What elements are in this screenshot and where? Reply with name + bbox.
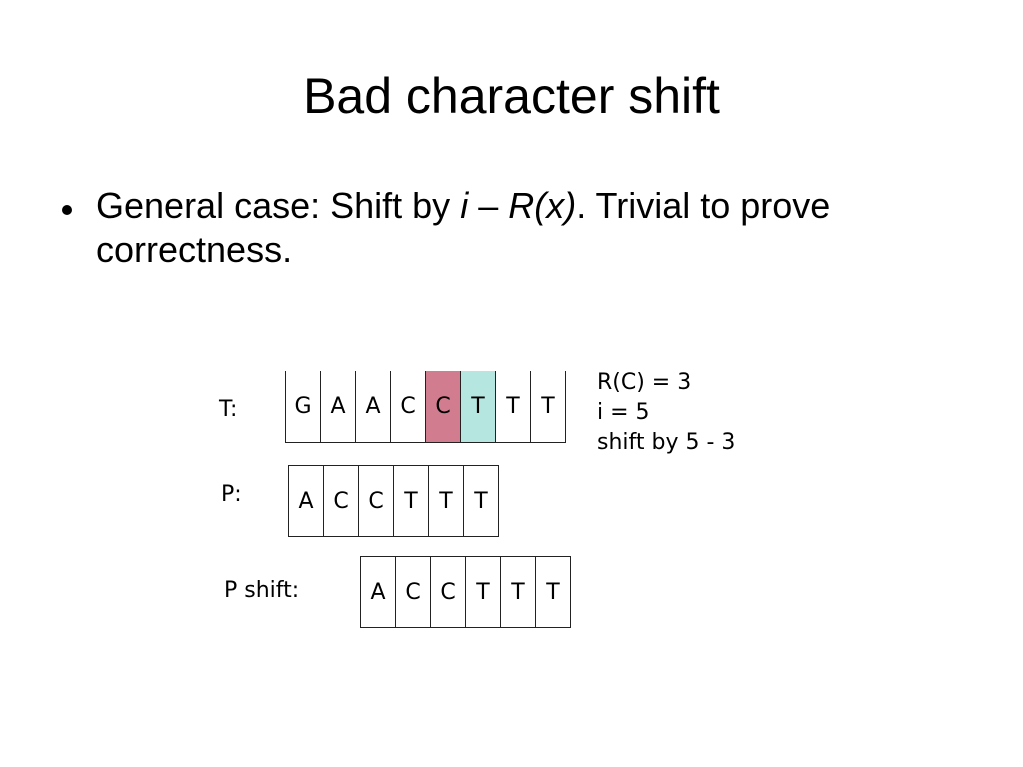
char-cell: C [425,371,461,443]
bullet-dash: – [468,185,509,226]
char-cell: G [285,371,321,443]
note-shift: shift by 5 - 3 [597,430,736,455]
char-cell: C [390,371,426,443]
slide-title: Bad character shift [303,68,720,124]
char-cell: C [430,556,466,628]
char-cell: A [288,465,324,537]
char-cell: A [355,371,391,443]
note-i: i = 5 [597,400,650,425]
text-row-label: T: [219,397,238,422]
char-cell: C [358,465,394,537]
char-cell: T [530,371,566,443]
char-cell: A [360,556,396,628]
char-cell: T [393,465,429,537]
bullet-text: General case: Shift by i – R(x). Trivial… [96,184,976,272]
char-cell: T [500,556,536,628]
char-cell: T [460,371,496,443]
char-cell: T [463,465,499,537]
variable-rx: R(x) [508,185,577,226]
variable-i: i [460,185,469,226]
shift-notes: R(C) = 3 i = 5 shift by 5 - 3 [597,368,735,458]
char-cell: T [535,556,571,628]
bullet-prefix: General case: Shift by [96,185,461,226]
shifted-pattern-row-label: P shift: [224,578,300,603]
char-cell: T [428,465,464,537]
char-cell: T [465,556,501,628]
char-cell: C [395,556,431,628]
pattern-row-label: P: [221,482,242,507]
char-cell: A [320,371,356,443]
bullet-point [62,205,72,215]
char-cell: T [495,371,531,443]
bullet-suffix: . Trivial to prove correctness. [96,185,831,270]
note-rc: R(C) = 3 [597,370,692,395]
char-cell: C [323,465,359,537]
